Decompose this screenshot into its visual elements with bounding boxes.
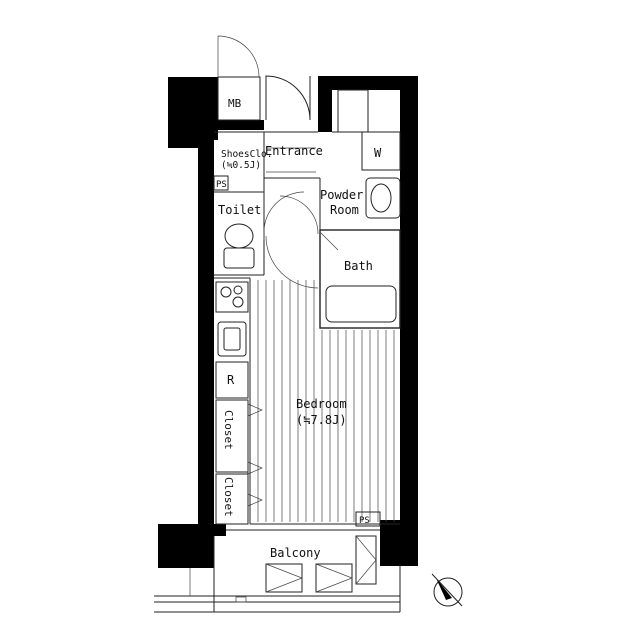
room-label-closet-2: Closet <box>222 477 235 517</box>
room-label-powder-room-1: Powder <box>320 188 363 202</box>
hall-door[interactable] <box>265 195 319 289</box>
room-label-refrigerator: R <box>227 373 235 387</box>
room-label-powder-room-2: Room <box>330 203 359 217</box>
room-label-shoes-closet: ShoesClo. <box>221 149 272 160</box>
interior-partitions <box>213 89 401 525</box>
bedroom-flooring <box>257 280 395 522</box>
kitchen-sink-fixture <box>217 321 247 357</box>
room-label-washer: W <box>374 146 382 160</box>
room-labels: MB ShoesClo. (≒0.5J) PS Entrance W Powde… <box>216 97 382 560</box>
meter-box <box>217 35 261 121</box>
exterior-walls <box>158 76 418 568</box>
balcony-area <box>154 511 401 613</box>
washbasin-fixture <box>365 177 401 219</box>
room-label-ps-top: PS <box>216 180 227 190</box>
bathtub-fixture <box>319 231 397 323</box>
room-label-shoes-closet-size: (≒0.5J) <box>221 160 261 171</box>
room-label-closet-1: Closet <box>222 410 235 450</box>
bedroom-outline <box>249 278 400 525</box>
entrance-door[interactable] <box>265 75 311 121</box>
toilet-fixture <box>223 223 255 269</box>
room-label-ps-bottom: PS <box>359 516 370 526</box>
room-label-toilet: Toilet <box>218 203 261 217</box>
room-label-mb: MB <box>228 97 242 110</box>
room-label-entrance: Entrance <box>265 144 323 158</box>
toilet-door[interactable] <box>263 191 305 240</box>
room-label-balcony: Balcony <box>270 546 321 560</box>
room-label-bedroom-size: (≒7.8J) <box>296 413 347 427</box>
room-label-bath: Bath <box>344 259 373 273</box>
compass-north-arrow-icon <box>431 573 463 607</box>
stove-fixture <box>215 281 249 313</box>
room-label-bedroom: Bedroom <box>296 397 347 411</box>
